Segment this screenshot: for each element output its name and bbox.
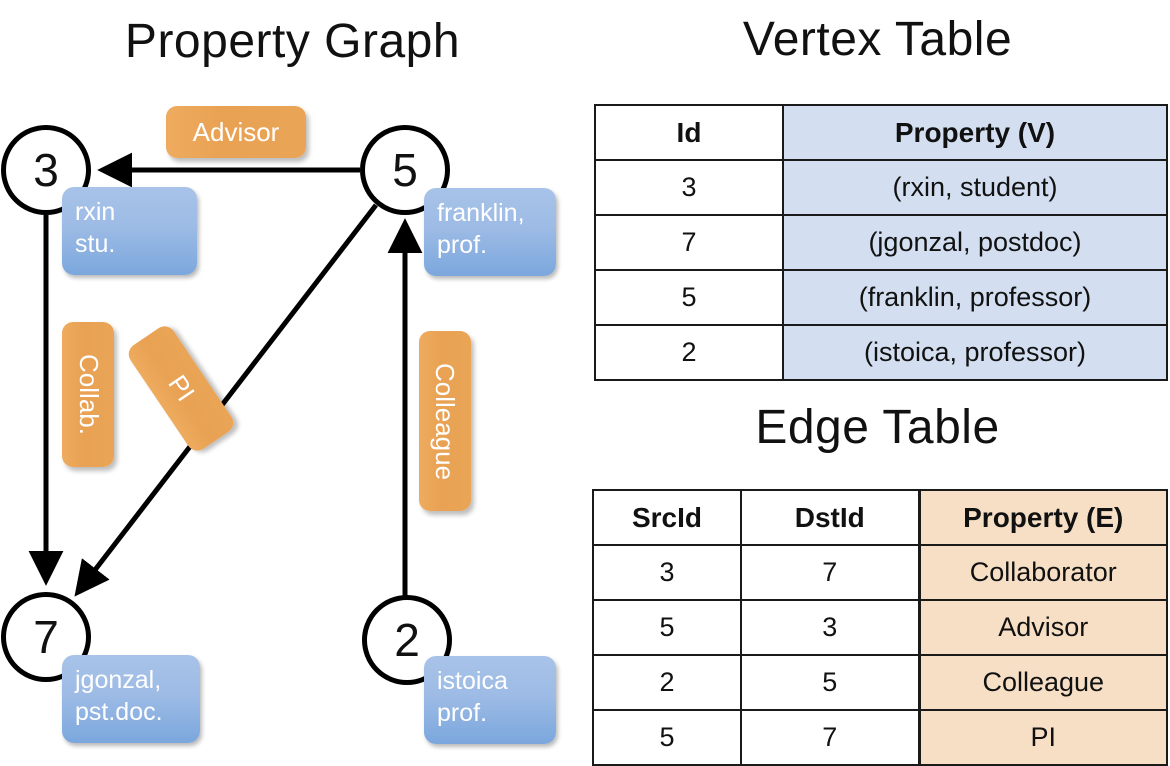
vertex-header-id: Id xyxy=(594,104,784,161)
vertex-callout-5: franklin, prof. xyxy=(424,188,556,276)
edge-callout-pi-label: PI xyxy=(162,369,201,407)
table-row[interactable]: 5 3 Advisor xyxy=(592,599,1168,656)
vertex-cell-property: (franklin, professor) xyxy=(782,269,1168,326)
vertex-callout-7: jgonzal, pst.doc. xyxy=(62,655,200,743)
edge-callout-colleague: Colleague xyxy=(419,331,471,511)
table-row[interactable]: 2 5 Colleague xyxy=(592,654,1168,711)
table-row[interactable]: 5 (franklin, professor) xyxy=(594,269,1168,326)
vertex-header-property: Property (V) xyxy=(782,104,1168,161)
table-row[interactable]: 3 (rxin, student) xyxy=(594,159,1168,216)
vertex-callout-7-line2: pst.doc. xyxy=(75,698,163,726)
edge-table-header-row: SrcId DstId Property (E) xyxy=(592,489,1168,546)
node-5[interactable]: 5 xyxy=(360,125,450,215)
table-row[interactable]: 3 7 Collaborator xyxy=(592,544,1168,601)
edge-cell-dstid: 7 xyxy=(740,544,920,601)
edge-header-srcid: SrcId xyxy=(592,489,742,546)
vertex-cell-property: (rxin, student) xyxy=(782,159,1168,216)
edge-callout-collab: Collab. xyxy=(62,322,114,467)
page-title-property-graph: Property Graph xyxy=(124,15,461,68)
vertex-callout-3: rxin stu. xyxy=(62,187,197,275)
vertex-callout-3-line2: stu. xyxy=(75,230,116,258)
edge-cell-srcid: 5 xyxy=(592,599,742,656)
vertex-table-title: Vertex Table xyxy=(742,13,1013,66)
edge-cell-dstid: 7 xyxy=(740,709,920,766)
edge-cell-property: PI xyxy=(917,709,1168,766)
edge-5-to-7 xyxy=(74,203,378,597)
vertex-cell-id: 7 xyxy=(594,214,784,271)
edge-table: SrcId DstId Property (E) 3 7 Collaborato… xyxy=(592,489,1168,766)
edge-callout-advisor-label: Advisor xyxy=(192,116,280,147)
vertex-callout-3-line1: rxin xyxy=(75,198,116,226)
vertex-callout-5-line2: prof. xyxy=(437,231,488,259)
vertex-callout-5-line1: franklin, xyxy=(437,199,525,227)
edge-cell-srcid: 5 xyxy=(592,709,742,766)
vertex-callout-2-line1: istoica xyxy=(437,667,508,695)
edge-cell-dstid: 5 xyxy=(740,654,920,711)
edge-callout-collab-label: Collab. xyxy=(73,354,104,435)
edge-cell-property: Collaborator xyxy=(917,544,1168,601)
vertex-callout-2-line2: prof. xyxy=(437,699,488,727)
edge-cell-property: Advisor xyxy=(917,599,1168,656)
graph-edges xyxy=(28,152,423,597)
vertex-cell-id: 5 xyxy=(594,269,784,326)
edge-header-dstid: DstId xyxy=(740,489,920,546)
property-graph-panel: Property Graph 3 5 7 2 rxin stu. frankli… xyxy=(0,0,585,760)
edge-table-title: Edge Table xyxy=(755,401,1000,454)
edge-cell-srcid: 2 xyxy=(592,654,742,711)
vertex-cell-property: (jgonzal, postdoc) xyxy=(782,214,1168,271)
table-row[interactable]: 7 (jgonzal, postdoc) xyxy=(594,214,1168,271)
vertex-callout-7-line1: jgonzal, xyxy=(75,666,162,694)
edge-cell-property: Colleague xyxy=(917,654,1168,711)
vertex-table-header-row: Id Property (V) xyxy=(594,104,1168,161)
node-2[interactable]: 2 xyxy=(362,595,452,685)
table-row[interactable]: 2 (istoica, professor) xyxy=(594,324,1168,381)
vertex-cell-id: 3 xyxy=(594,159,784,216)
edge-callout-colleague-label: Colleague xyxy=(430,362,461,480)
edge-cell-srcid: 3 xyxy=(592,544,742,601)
edge-header-property: Property (E) xyxy=(917,489,1168,546)
table-row[interactable]: 5 7 PI xyxy=(592,709,1168,766)
vertex-callout-2: istoica prof. xyxy=(424,656,556,744)
vertex-table: Id Property (V) 3 (rxin, student) 7 (jgo… xyxy=(594,104,1168,381)
vertex-cell-id: 2 xyxy=(594,324,784,381)
edge-cell-dstid: 3 xyxy=(740,599,920,656)
vertex-cell-property: (istoica, professor) xyxy=(782,324,1168,381)
edge-callout-advisor: Advisor xyxy=(166,106,306,158)
